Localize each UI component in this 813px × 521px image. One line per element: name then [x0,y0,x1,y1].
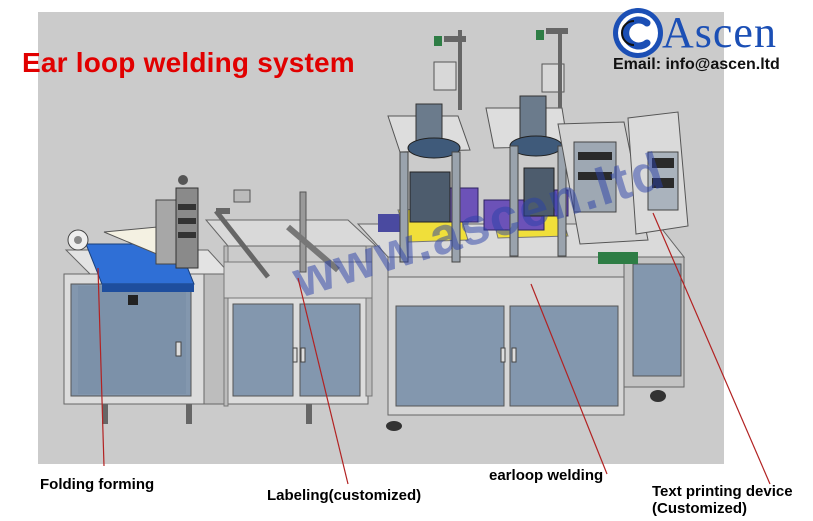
contact-email: Email: info@ascen.ltd [613,56,780,73]
leader-line-earloop [530,283,608,475]
leader-line-printing [652,212,771,485]
labeling-unit [204,189,378,407]
welding-station [356,28,686,431]
leader-line-labeling [297,277,349,485]
machine-render [38,12,724,464]
callout-earloop-welding: earloop welding [489,467,604,484]
brand-logo: Ascen [610,5,810,61]
text-printing-unit [557,111,689,264]
brand-name: Ascen [662,8,777,57]
callout-leader-lines [97,212,771,485]
leader-line-folding [97,267,105,467]
callout-labeling: Labeling(customized) [267,487,422,504]
callout-folding-forming: Folding forming [40,476,155,493]
callout-text-printing: Text printing device (Customized) [652,483,793,517]
folding-forming-unit [63,175,232,405]
ascen-c-logo-icon [613,8,663,58]
page-title: Ear loop welding system [22,47,355,78]
watermark-text: www.ascen.ltd [286,141,672,309]
machine-drawing [38,12,724,464]
